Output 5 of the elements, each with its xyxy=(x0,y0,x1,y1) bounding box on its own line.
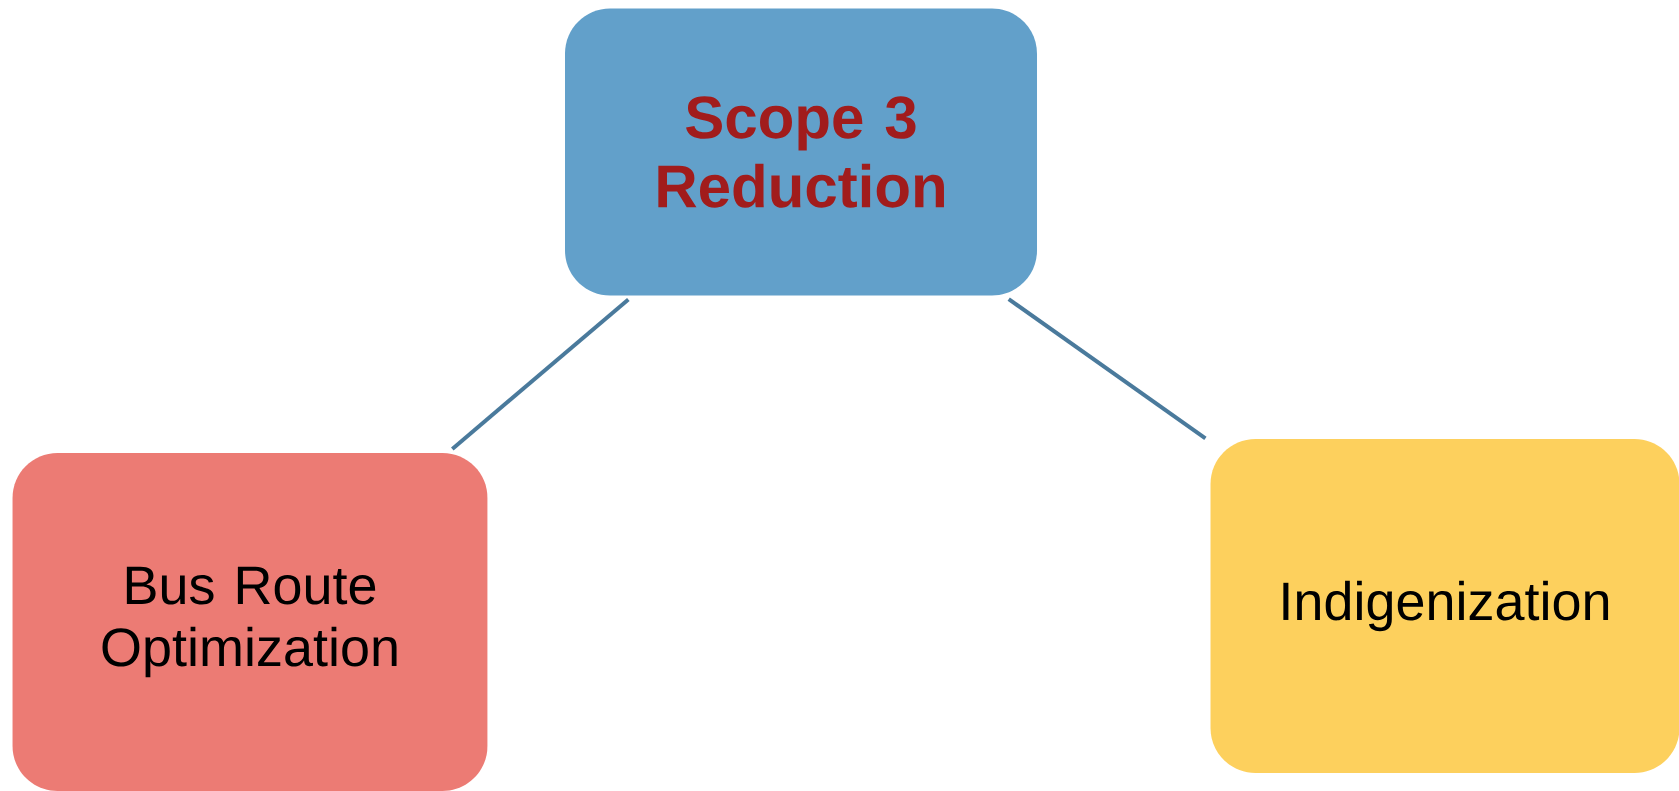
process-box: Scope 3 Reduction xyxy=(565,8,1037,296)
connector-line xyxy=(1007,297,1207,440)
process-box: Bus Route Optimization xyxy=(12,453,488,791)
connector-line xyxy=(451,298,630,451)
process-box: Indigenization xyxy=(1210,439,1679,773)
